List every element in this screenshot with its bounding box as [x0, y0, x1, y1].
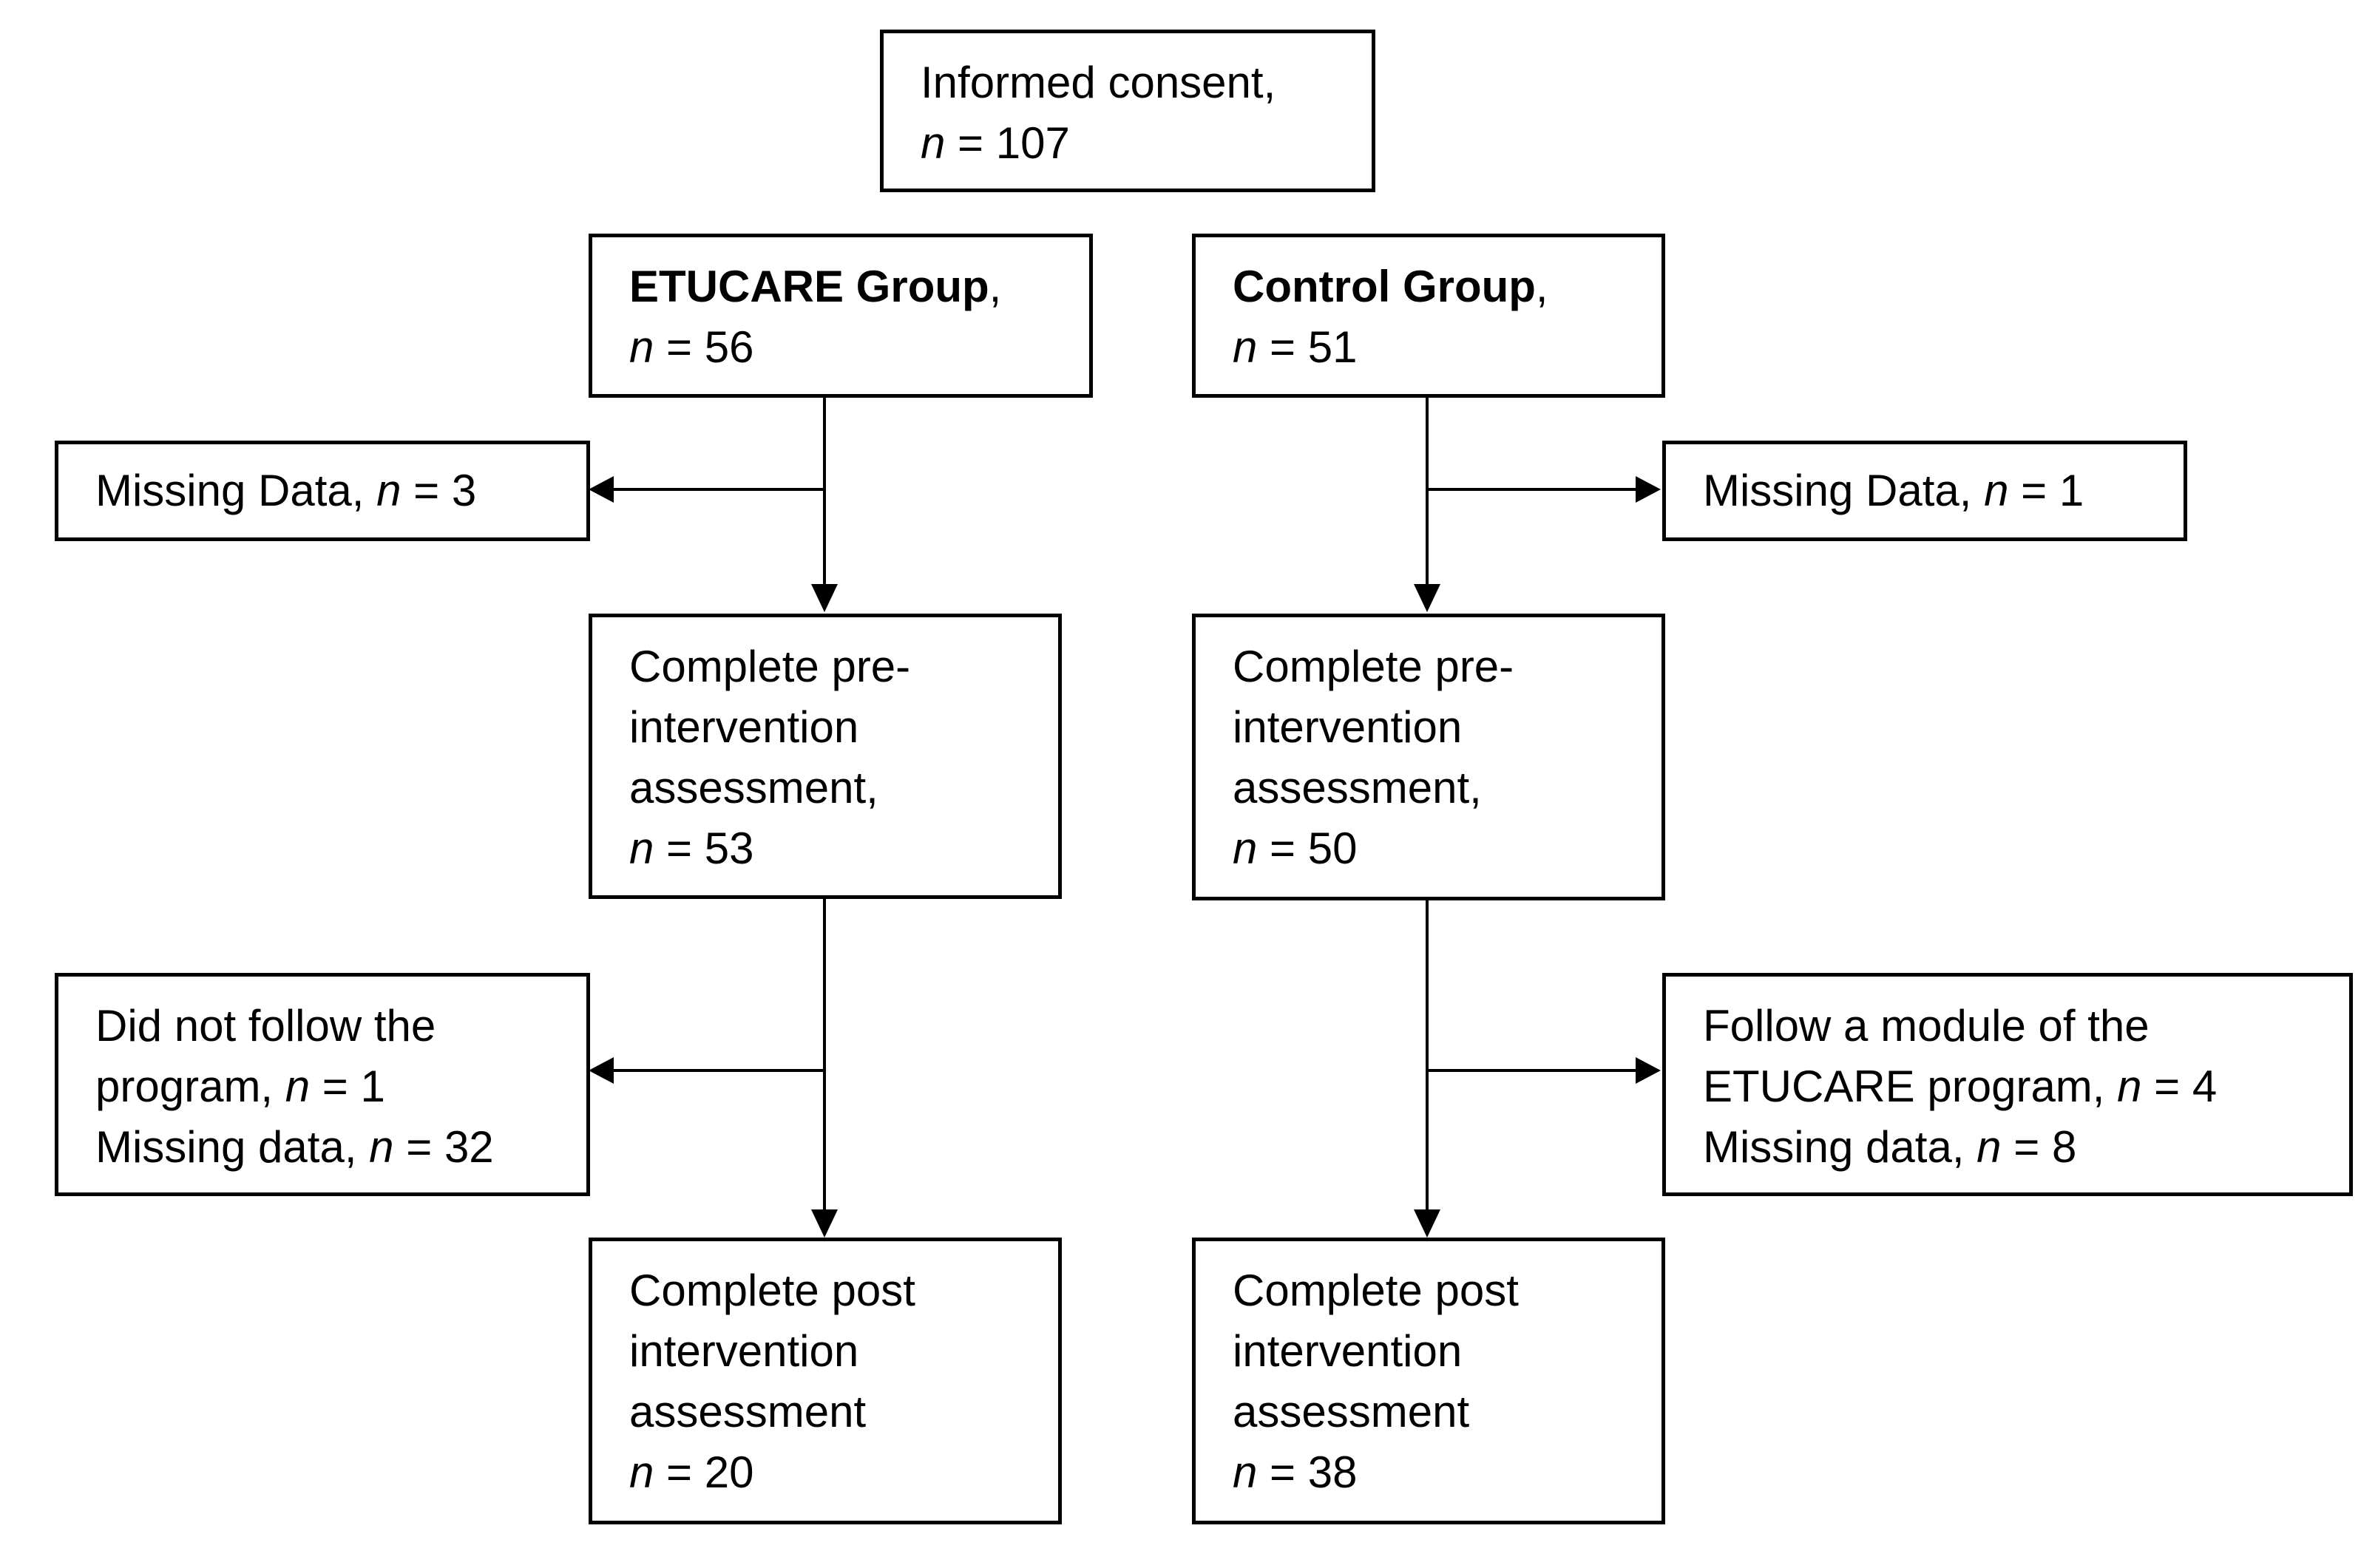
etucare-pre-line-3: assessment, — [629, 763, 878, 812]
control-dropout-line-2: ETUCARE program, n = 4 — [1703, 1062, 2218, 1111]
control-pre-line-3: assessment, — [1233, 763, 1482, 812]
etucare-pre-line-2: intervention — [629, 702, 859, 752]
etucare-post-line-2: intervention — [629, 1326, 859, 1376]
control-missing-data-box: Missing Data, n = 1 — [1662, 441, 2187, 541]
control-group-label: Control Group, — [1233, 262, 1548, 311]
control-pre-line-1: Complete pre- — [1233, 642, 1514, 691]
etucare-post-assessment-box: Complete post intervention assessment n … — [589, 1238, 1062, 1524]
etucare-pre-line-1: Complete pre- — [629, 642, 911, 691]
etucare-group-count: n = 56 — [629, 322, 754, 372]
control-group-count: n = 51 — [1233, 322, 1358, 372]
informed-consent-count: n = 107 — [921, 118, 1070, 168]
etucare-pre-assessment-box: Complete pre- intervention assessment, n… — [589, 614, 1062, 899]
informed-consent-box: Informed consent, n = 107 — [880, 30, 1375, 192]
control-pre-assessment-box: Complete pre- intervention assessment, n… — [1192, 614, 1665, 900]
informed-consent-label: Informed consent, — [921, 58, 1276, 107]
control-group-box: Control Group, n = 51 — [1192, 234, 1665, 398]
control-pre-line-2: intervention — [1233, 702, 1463, 752]
control-post-assessment-box: Complete post intervention assessment n … — [1192, 1238, 1665, 1524]
control-pre-count: n = 50 — [1233, 824, 1358, 873]
etucare-post-count: n = 20 — [629, 1447, 754, 1497]
control-post-count: n = 38 — [1233, 1447, 1358, 1497]
etucare-pre-count: n = 53 — [629, 824, 754, 873]
etucare-group-box: ETUCARE Group, n = 56 — [589, 234, 1093, 398]
control-post-line-3: assessment — [1233, 1387, 1470, 1436]
etucare-group-label: ETUCARE Group, — [629, 262, 1002, 311]
control-dropout-line-1: Follow a module of the — [1703, 1001, 2150, 1051]
control-post-line-2: intervention — [1233, 1326, 1463, 1376]
control-dropout-line-3: Missing data, n = 8 — [1703, 1122, 2077, 1172]
etucare-post-line-1: Complete post — [629, 1266, 915, 1315]
etucare-dropout-line-2: program, n = 1 — [95, 1062, 385, 1111]
control-post-line-1: Complete post — [1233, 1266, 1519, 1315]
etucare-dropout-line-3: Missing data, n = 32 — [95, 1122, 494, 1172]
control-dropout-box: Follow a module of the ETUCARE program, … — [1662, 973, 2353, 1196]
etucare-dropout-line-1: Did not follow the — [95, 1001, 436, 1051]
etucare-missing-data-box: Missing Data, n = 3 — [55, 441, 590, 541]
control-missing-data-text: Missing Data, n = 1 — [1703, 466, 2084, 515]
etucare-dropout-box: Did not follow the program, n = 1 Missin… — [55, 973, 590, 1196]
etucare-missing-data-text: Missing Data, n = 3 — [95, 466, 477, 515]
etucare-post-line-3: assessment — [629, 1387, 867, 1436]
